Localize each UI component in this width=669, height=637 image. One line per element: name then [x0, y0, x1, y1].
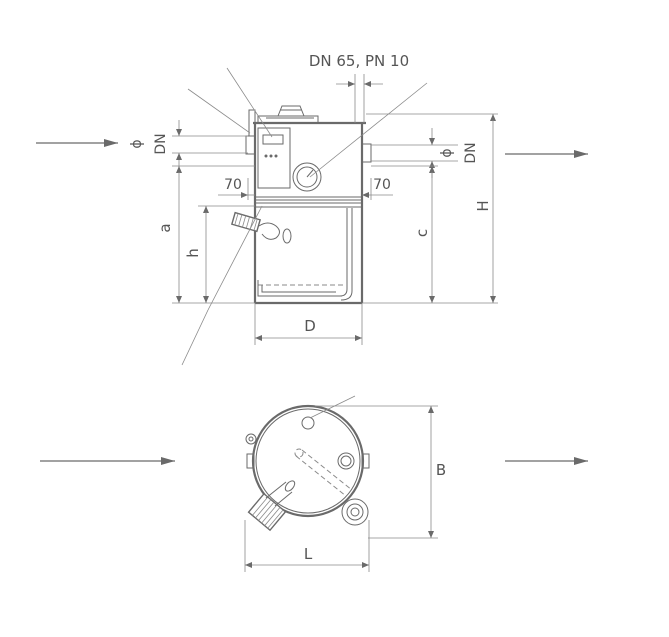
dim-a-label: a: [156, 223, 174, 232]
dim-h-label: h: [184, 248, 202, 258]
nozzle-flange-icon: [341, 498, 369, 526]
left-offset-dimension: 70: [218, 177, 255, 200]
tank-plan: [251, 395, 365, 518]
dim-h: h: [184, 205, 255, 303]
small-gear-icon: [245, 433, 257, 445]
plan-view: B L: [40, 395, 588, 572]
tank-body: [253, 121, 366, 305]
dim-D-label: D: [304, 317, 316, 335]
inlet-fitting: [245, 109, 256, 155]
dim-D: D: [254, 303, 363, 345]
control-box: [257, 127, 291, 189]
right-offset-dimension: 70: [362, 177, 393, 200]
plan-pump-icon: [247, 480, 296, 532]
dim-B: B: [315, 405, 446, 539]
outlet-dn-dimension: ϕ DN: [371, 128, 479, 178]
lid: [257, 105, 319, 124]
dim-H-label: H: [474, 200, 492, 211]
nozzle-dimension: DN 65, PN 10: [309, 52, 409, 123]
right-offset-label: 70: [373, 177, 391, 193]
inlet-dn: DN: [153, 133, 169, 154]
dim-L-label: L: [304, 545, 313, 563]
inlet-dn-dimension: ϕ DN: [129, 120, 248, 170]
gauge-icon: [292, 162, 322, 192]
gear-icon: [337, 452, 355, 470]
inlet-phi: ϕ: [129, 139, 145, 148]
side-view: DN 65, PN 10 ϕ DN ϕ DN 70: [36, 52, 588, 366]
outlet-phi: ϕ: [439, 148, 455, 157]
dim-H: H: [366, 113, 498, 303]
outlet-fitting: [361, 143, 372, 163]
dim-L: L: [244, 520, 370, 572]
dim-c-label: c: [413, 229, 431, 237]
pump-icon: [230, 211, 292, 244]
dim-a: a: [156, 165, 255, 304]
outlet-dn: DN: [463, 142, 479, 163]
dim-c: c: [362, 165, 498, 304]
nozzle-label: DN 65, PN 10: [309, 52, 409, 70]
left-offset-label: 70: [224, 177, 242, 193]
dim-B-label: B: [436, 461, 446, 479]
